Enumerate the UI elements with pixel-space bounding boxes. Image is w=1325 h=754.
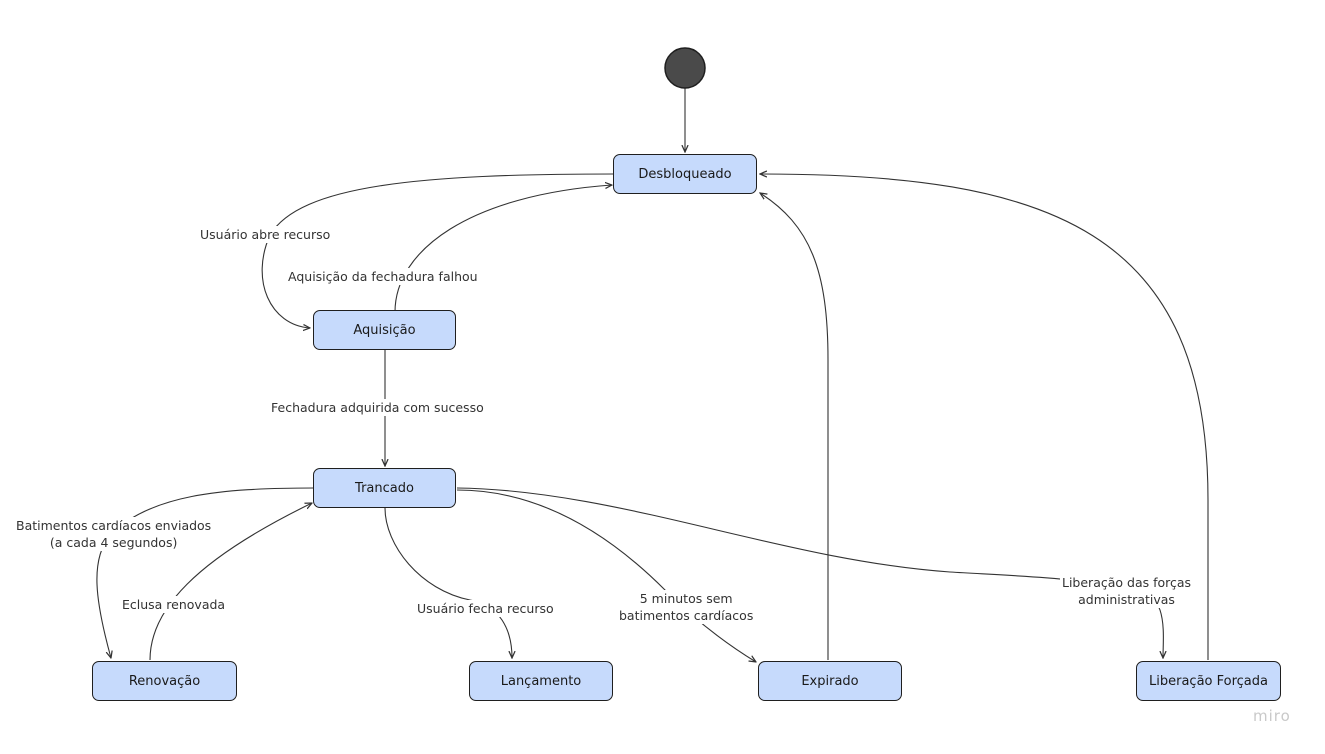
state-liberacao-forcada-label: Liberação Forçada — [1149, 673, 1268, 689]
label-batimentos-line2: (a cada 4 segundos) — [49, 535, 178, 550]
edge-trancado-to-liberacao — [456, 487, 1163, 658]
state-trancado-label: Trancado — [355, 480, 414, 496]
edge-trancado-to-expirado — [456, 489, 756, 662]
edge-desbloqueado-to-aquisicao — [261, 173, 615, 328]
state-lancamento-label: Lançamento — [500, 673, 582, 689]
state-desbloqueado-label: Desbloqueado — [638, 166, 732, 182]
state-trancado[interactable]: Trancado — [313, 468, 456, 508]
label-eclusa-renovada: Eclusa renovada — [120, 596, 228, 613]
state-liberacao-forcada[interactable]: Liberação Forçada — [1136, 661, 1281, 701]
state-lancamento[interactable]: Lançamento — [469, 661, 613, 701]
label-sem-batimentos: 5 minutos sem batimentos cardíacos — [617, 590, 756, 624]
edge-renovacao-to-trancado — [149, 503, 312, 661]
label-fechadura-adquirida: Fechadura adquirida com sucesso — [269, 399, 486, 416]
state-desbloqueado[interactable]: Desbloqueado — [613, 154, 757, 194]
edge-trancado-to-lancamento — [384, 507, 512, 658]
state-renovacao[interactable]: Renovação — [92, 661, 237, 701]
miro-watermark: miro — [1253, 707, 1291, 725]
label-batimentos-enviados: Batimentos cardíacos enviados (a cada 4 … — [14, 517, 214, 551]
state-expirado[interactable]: Expirado — [758, 661, 902, 701]
label-liberacao-line2: administrativas — [1078, 592, 1175, 607]
state-renovacao-label: Renovação — [128, 673, 201, 689]
edge-expirado-to-desbloqueado — [760, 193, 829, 660]
label-liberacao-line1: Liberação das forças — [1062, 575, 1192, 590]
label-sem-batimentos-line2: batimentos cardíacos — [619, 608, 754, 623]
state-expirado-label: Expirado — [801, 673, 859, 689]
initial-state-node — [664, 47, 706, 89]
label-batimentos-line1: Batimentos cardíacos enviados — [16, 518, 212, 533]
edge-trancado-to-renovacao — [96, 487, 315, 658]
label-liberacao-forcas: Liberação das forças administrativas — [1060, 574, 1194, 608]
edge-aquisicao-to-desbloqueado — [394, 185, 612, 313]
state-aquisicao-label: Aquisição — [353, 322, 416, 338]
edge-liberacao-to-desbloqueado — [760, 174, 1209, 660]
label-usuario-fecha-recurso: Usuário fecha recurso — [415, 600, 556, 617]
label-sem-batimentos-line1: 5 minutos sem — [639, 591, 733, 606]
state-aquisicao[interactable]: Aquisição — [313, 310, 456, 350]
label-usuario-abre-recurso: Usuário abre recurso — [198, 226, 333, 243]
label-aquisicao-falhou: Aquisição da fechadura falhou — [286, 268, 480, 285]
